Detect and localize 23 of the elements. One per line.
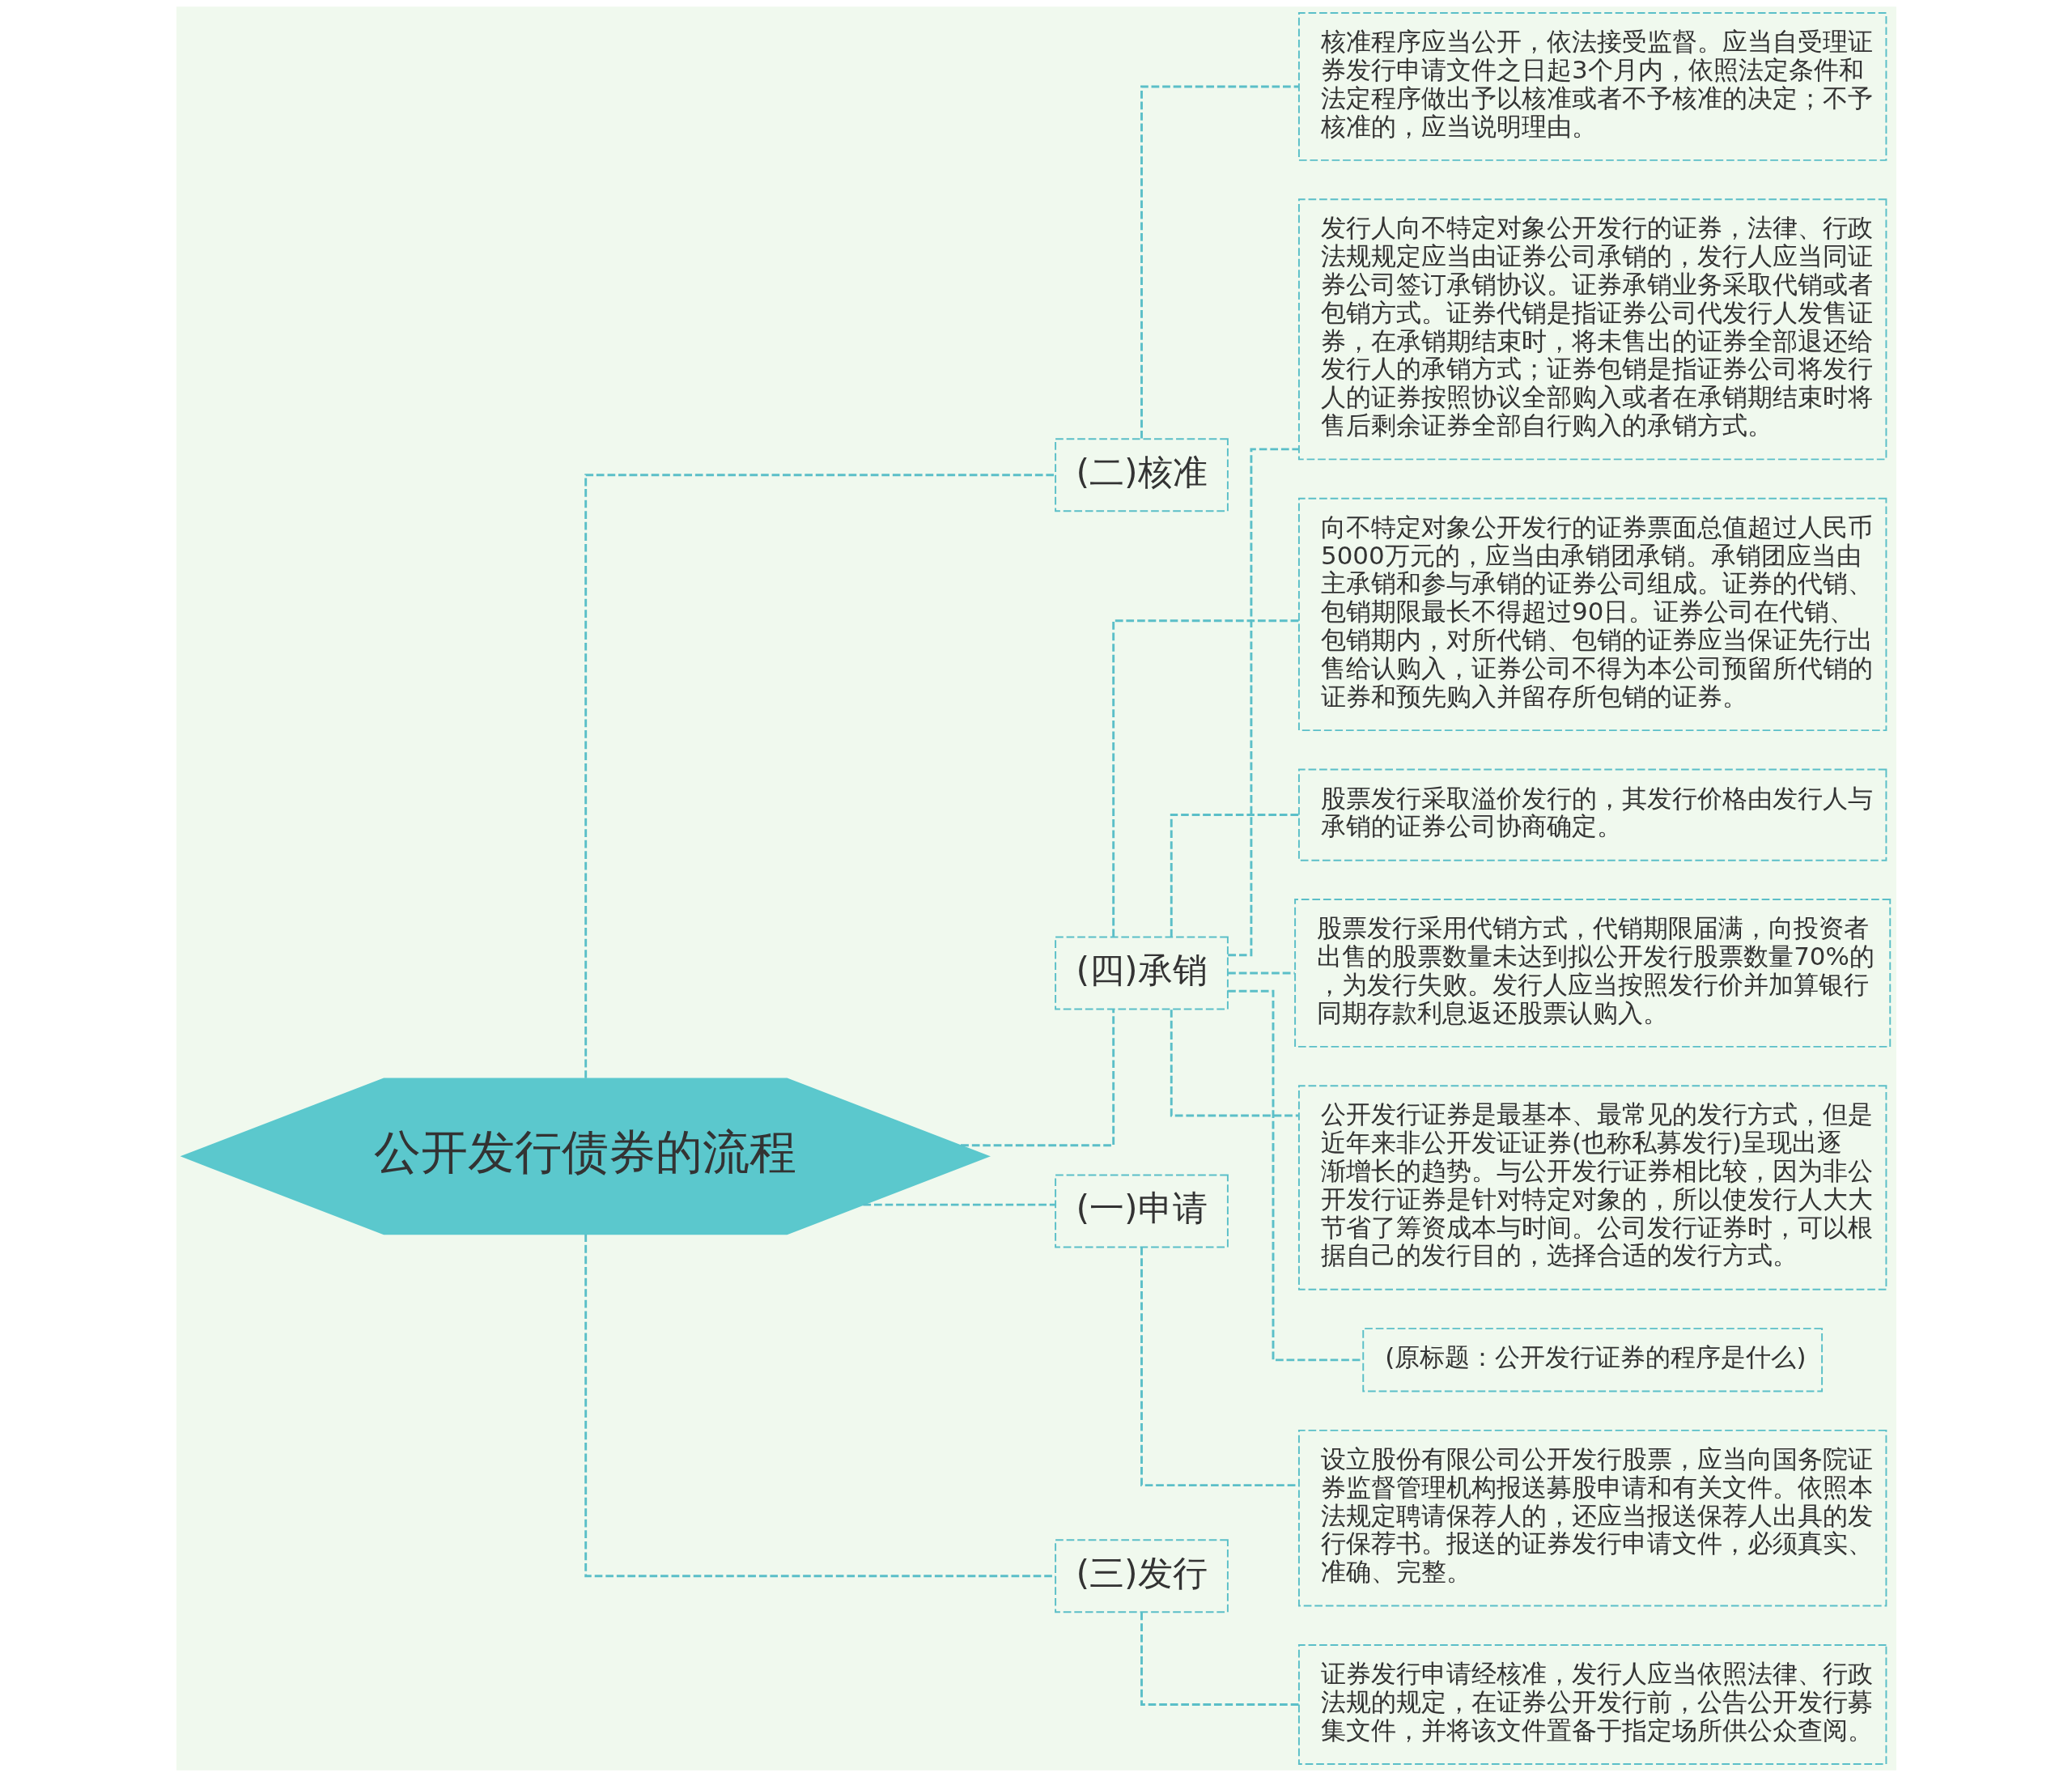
node-box: 设立股份有限公司公开发行股票，应当向国务院证券监督管理机构报送募股申请和有关文件。依照本法规定聘请保荐人的，还应当报送保荐人出具的发行保荐书。报送的证券发行申请文件，必须真实、准确、完整。 bbox=[1297, 1429, 1887, 1607]
node-box: 股票发行采用代销方式，代销期限届满，向投资者出售的股票数量未达到拟公开发行股票数量70%的，为发行失败。发行人应当按照发行价并加算银行同期存款利息返还股票认购入。 bbox=[1293, 899, 1891, 1048]
node-box: (原标题：公开发行证券的程序是什么) bbox=[1361, 1328, 1823, 1392]
node-box: 发行人向不特定对象公开发行的证券，法律、行政法规规定应当由证券公司承销的，发行人应当同证券公司签订承销协议。证券承销业务采取代销或者包销方式。证券代销是指证券公司代发行人发售证券，在承销期结束时，将未售出的证券全部退还给发行人的承销方式；证券包销是指证券公司将发行人的证券按照协议全部购入或者在承销期结束时将售后剩余证券全部自行购入的承销方式。 bbox=[1297, 198, 1887, 461]
node-box: (二)核准 bbox=[1054, 438, 1229, 512]
connector bbox=[960, 1009, 1115, 1147]
connector bbox=[1140, 1612, 1299, 1706]
connector bbox=[1227, 448, 1299, 957]
node-box: (四)承销 bbox=[1054, 936, 1229, 1010]
connector bbox=[1111, 619, 1299, 937]
node-box: 公开发行证券是最基本、最常见的发行方式，但是近年来非公开发证证券(也称私募发行)呈现出逐渐增长的趋势。与公开发行证券相比较，因为非公开发行证券是针对特定对象的，所以使发行人大大节省了筹资成本与时间。公司发行证券时，可以根据自己的发行目的，选择合适的发行方式。 bbox=[1297, 1085, 1887, 1290]
connector bbox=[1227, 971, 1295, 975]
connector bbox=[1170, 814, 1299, 937]
connector bbox=[862, 1203, 1055, 1206]
node-box: (三)发行 bbox=[1054, 1539, 1229, 1613]
node-box: 向不特定对象公开发行的证券票面总值超过人民币5000万元的，应当由承销团承销。承销团应当由主承销和参与承销的证券公司组成。证券的代销、包销期限最长不得超过90日。证券公司在代销、包销期内，对所代销、包销的证券应当保证先行出售给认购入，证券公司不得为本公司预留所代销的证券和预先购入并留存所包销的证券。 bbox=[1297, 497, 1887, 732]
connector bbox=[1170, 1010, 1299, 1117]
connector bbox=[1140, 85, 1299, 439]
connector bbox=[584, 474, 1055, 1078]
node-box: 核准程序应当公开，依法接受监督。应当自受理证券发行申请文件之日起3个月内，依照法定条件和法定程序做出予以核准或者不予核准的决定；不予核准的，应当说明理由。 bbox=[1297, 12, 1887, 161]
node-box: (一)申请 bbox=[1054, 1174, 1229, 1248]
node-box: 证券发行申请经核准，发行人应当依照法律、行政法规的规定，在证券公开发行前，公告公开发行募集文件，并将该文件置备于指定场所供公众查阅。 bbox=[1297, 1643, 1887, 1765]
node-box: 股票发行采取溢价发行的，其发行价格由发行人与承销的证券公司协商确定。 bbox=[1297, 768, 1887, 861]
